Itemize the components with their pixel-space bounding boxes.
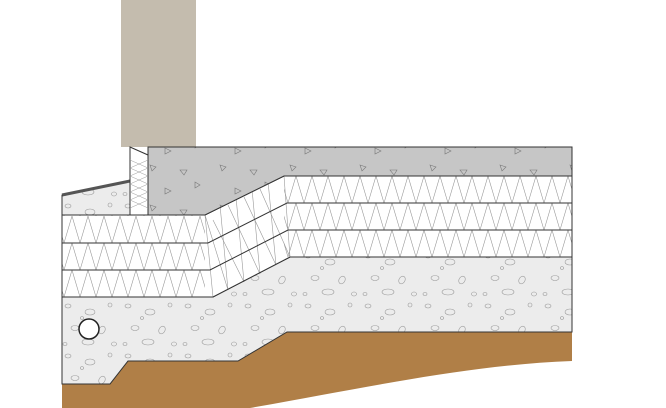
soil-layer bbox=[62, 332, 572, 408]
wall bbox=[121, 0, 196, 147]
insulation-layers bbox=[61, 147, 573, 384]
edge-insulation bbox=[129, 146, 149, 216]
backfill-gravel bbox=[61, 179, 131, 216]
drain-pipe bbox=[78, 318, 100, 340]
